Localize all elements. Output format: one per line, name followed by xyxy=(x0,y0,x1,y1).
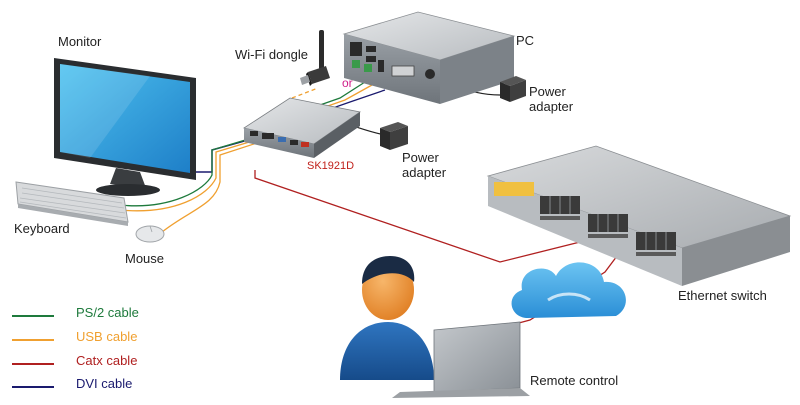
remote-user xyxy=(340,256,434,380)
pc-label: PC xyxy=(516,33,535,48)
or-label: or xyxy=(342,76,353,90)
usb-cable-dongle xyxy=(291,87,319,99)
usb-cable-mouse xyxy=(161,141,261,233)
kvm-power-adapter-label: Power adapter xyxy=(402,150,447,180)
device-model-label: SK1921D xyxy=(307,160,355,172)
cloud-icon xyxy=(511,262,626,318)
legend-label-dvi: DVI cable xyxy=(76,376,133,391)
keyboard xyxy=(15,181,129,226)
legend-swatch-ps2 xyxy=(12,315,54,317)
ps2-cable-keyboard xyxy=(119,137,253,207)
monitor-label: Monitor xyxy=(58,34,102,49)
legend-label-catx: Catx cable xyxy=(76,353,138,368)
kvm-device xyxy=(242,97,361,158)
pc xyxy=(342,11,516,104)
legend-label-usb: USB cable xyxy=(76,329,138,344)
monitor xyxy=(54,58,196,196)
ethernet-switch-label: Ethernet switch xyxy=(678,288,767,303)
wifi-dongle-label: Wi-Fi dongle xyxy=(235,47,308,62)
legend-swatch-dvi xyxy=(12,386,54,388)
legend-swatch-usb xyxy=(12,339,54,341)
keyboard-label: Keyboard xyxy=(14,221,70,236)
usb-cable-keyboard xyxy=(119,139,257,212)
legend-label-ps2: PS/2 cable xyxy=(76,305,139,320)
pc-power-adapter-label: Power adapter xyxy=(529,84,574,114)
ethernet-switch xyxy=(486,145,792,286)
legend-swatch-catx xyxy=(12,363,54,365)
laptop xyxy=(392,321,530,398)
wifi-dongle xyxy=(300,30,330,86)
catx-cable-switch xyxy=(254,170,621,263)
mouse xyxy=(135,225,165,243)
power-adapter-pc xyxy=(500,76,526,102)
mouse-label: Mouse xyxy=(125,251,165,266)
remote-control-label: Remote control xyxy=(530,373,619,388)
power-adapter-kvm xyxy=(380,122,408,150)
